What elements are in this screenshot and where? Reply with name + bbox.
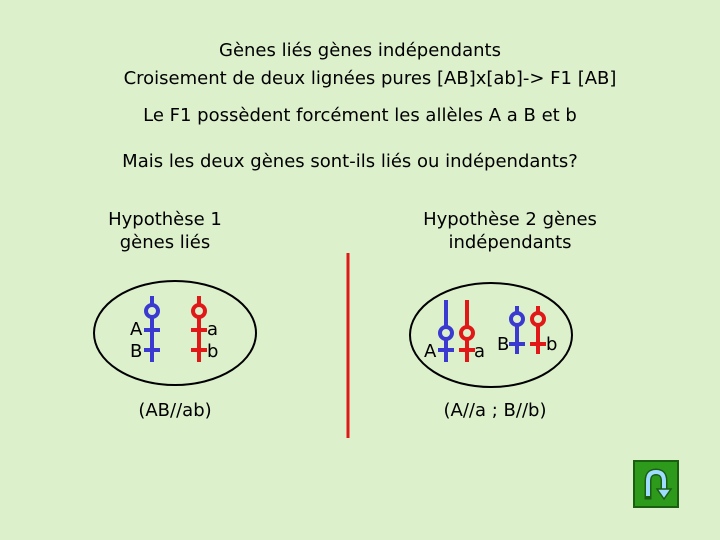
- back-button[interactable]: [633, 460, 679, 508]
- allele-label-a: a: [474, 341, 486, 362]
- hypothesis-2-chromosome-blue-b: [509, 306, 525, 354]
- hypothesis-2-genotype: (A//a ; B//b): [443, 400, 547, 421]
- allele-label-A: A: [424, 341, 437, 362]
- allele-label-B: B: [130, 341, 143, 362]
- question-text: Mais les deux gènes sont-ils liés ou ind…: [122, 151, 578, 172]
- hypothesis-2-chromosome-blue-a: [438, 300, 454, 362]
- allele-label-A: A: [130, 319, 143, 340]
- hypothesis-1-subtitle: gènes liés: [119, 232, 211, 253]
- hypothesis-1-genotype: (AB//ab): [138, 400, 212, 421]
- hypothesis-2-title: Hypothèse 2 gènes: [423, 209, 597, 230]
- title-line-1: Gènes liés gènes indépendants: [219, 40, 501, 61]
- hypothesis-2-chromosome-red-b: [530, 306, 546, 354]
- hypothesis-2-cell: [409, 282, 573, 388]
- f1-alleles-text: Le F1 possèdent forcément les allèles A …: [143, 105, 577, 126]
- u-turn-arrow-icon: [644, 468, 673, 501]
- hypothesis-1-chromosome-blue: [144, 296, 160, 362]
- title-line-2: Croisement de deux lignées pures [AB]x[a…: [123, 68, 617, 89]
- allele-label-b: b: [546, 334, 558, 355]
- hypothesis-2-chromosome-red-a: [459, 300, 475, 362]
- hypothesis-1-cell: [93, 280, 257, 386]
- hypothesis-1-title: Hypothèse 1: [108, 209, 222, 230]
- allele-label-b: b: [207, 341, 219, 362]
- allele-label-B: B: [497, 334, 510, 355]
- hypothesis-1-chromosome-red: [191, 296, 207, 362]
- allele-label-a: a: [207, 319, 219, 340]
- hypothesis-2-subtitle: indépendants: [448, 232, 572, 253]
